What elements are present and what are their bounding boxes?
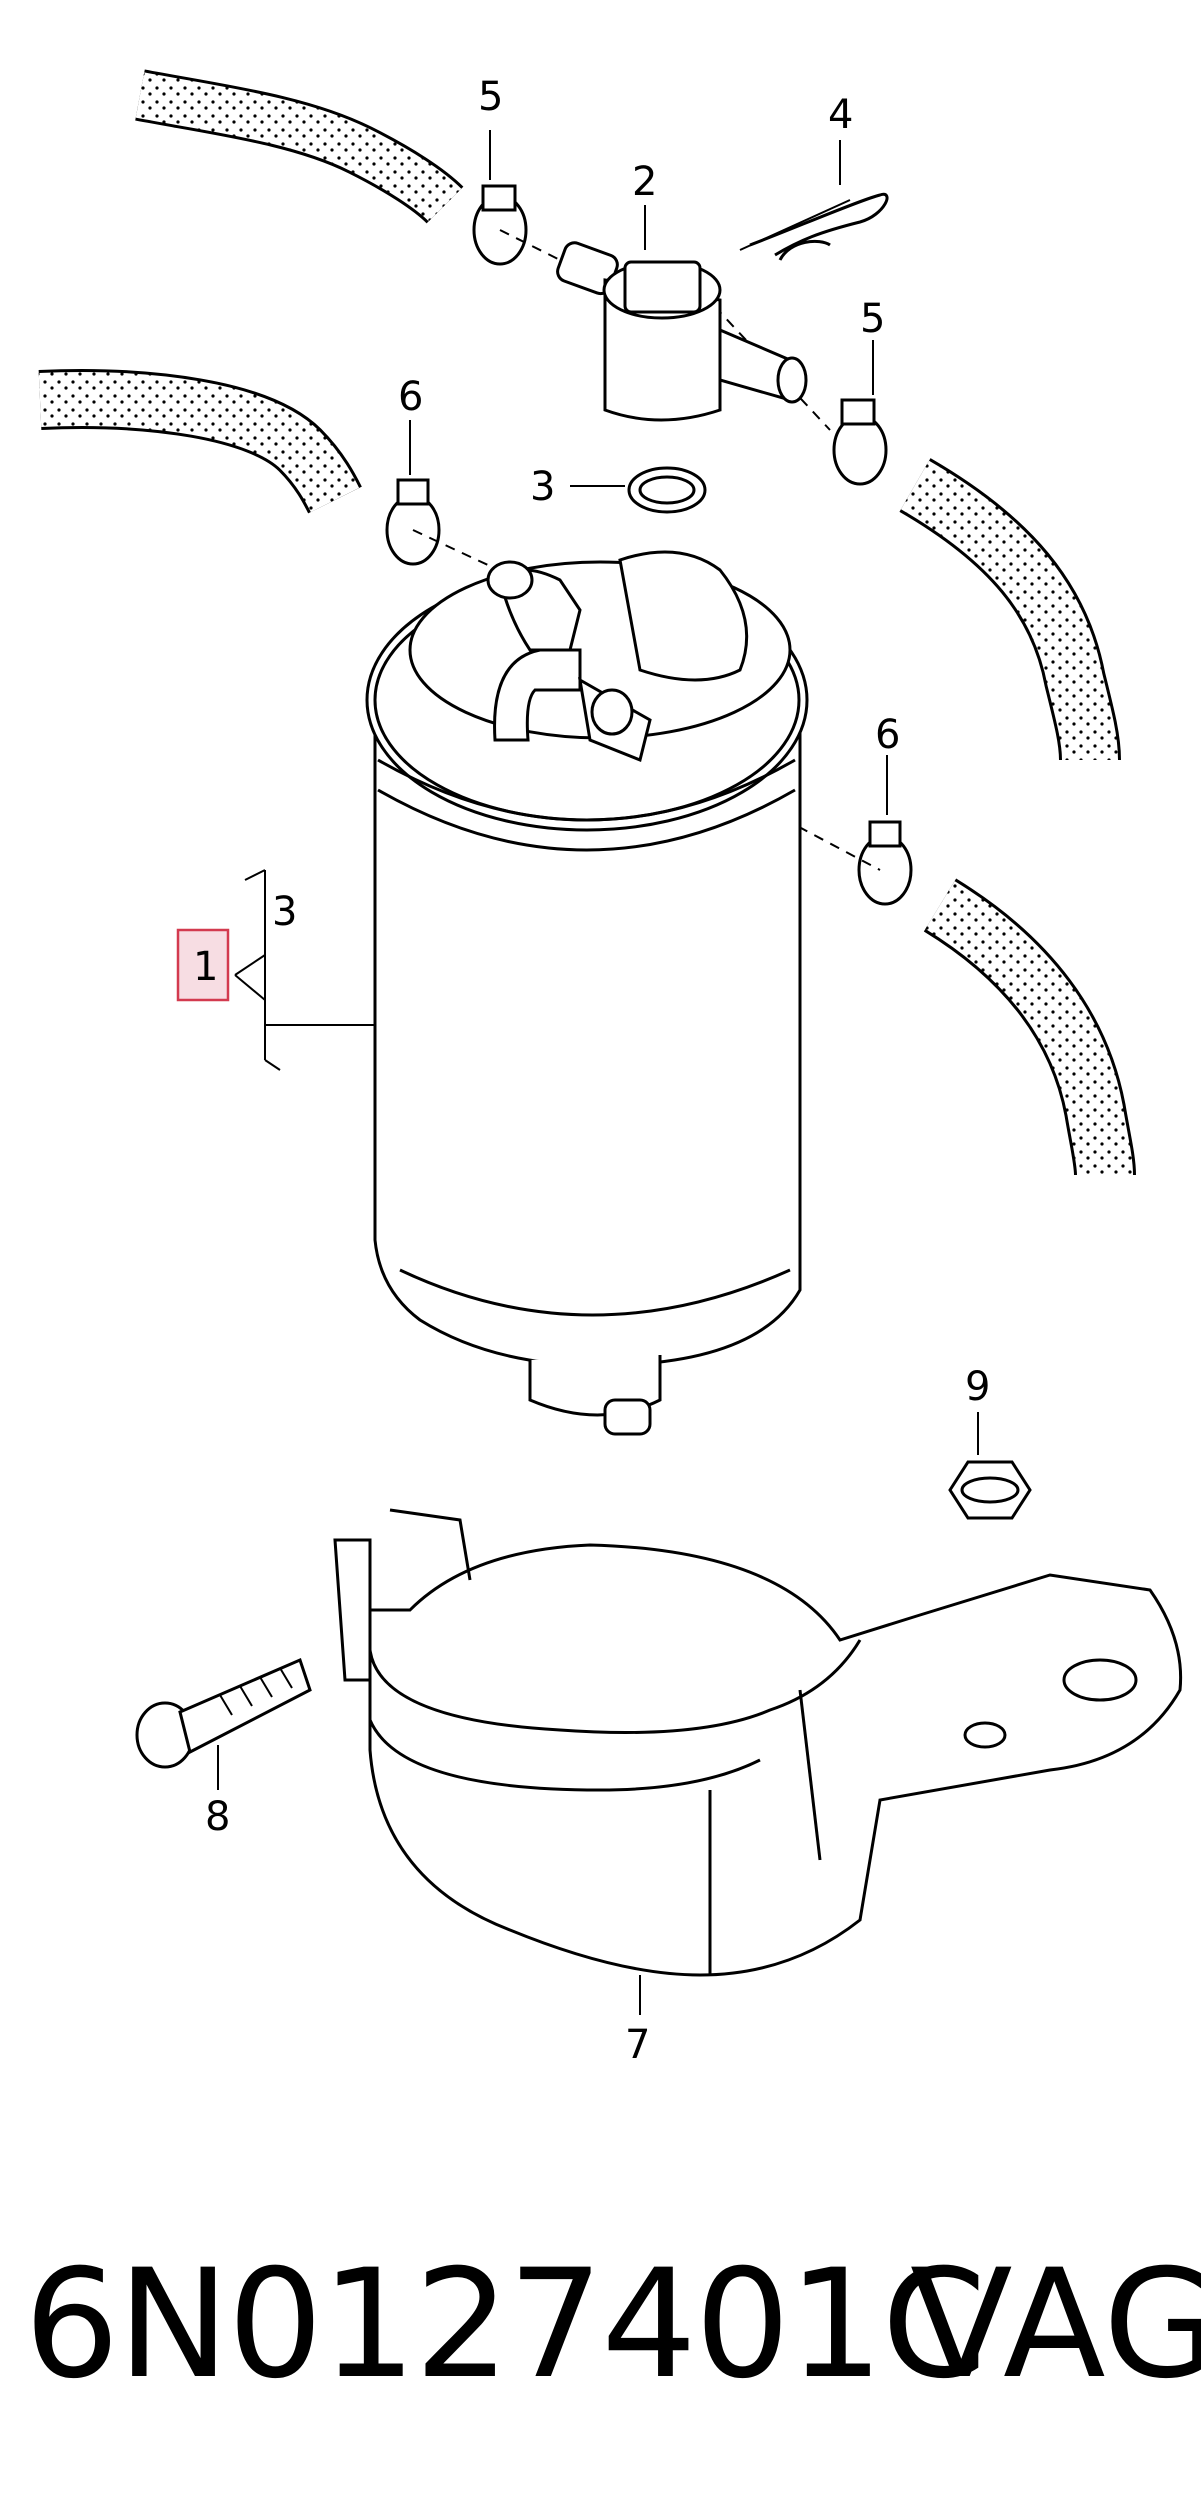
hose-mid-left <box>38 369 362 514</box>
callout-4: 4 <box>828 92 853 138</box>
part-number: 6N0127401C <box>24 2238 986 2412</box>
callout-2: 2 <box>632 159 657 205</box>
hose-clamp-5-left <box>472 184 528 266</box>
callout-1: 1 <box>193 944 218 990</box>
hose-clamp-6-right <box>857 820 913 906</box>
leader-lines <box>217 130 979 2015</box>
fuel-valve-part-2 <box>556 241 808 422</box>
o-ring-part-3 <box>627 466 707 514</box>
brand: VAG <box>910 2238 1201 2412</box>
callout-9: 9 <box>965 1364 990 1410</box>
fuel-filter-part-1 <box>365 550 809 1436</box>
hose-clamp-5-right <box>832 398 888 486</box>
callout-6-left: 6 <box>398 374 423 420</box>
callout-8: 8 <box>205 1794 230 1840</box>
callout-6-right: 6 <box>875 712 900 758</box>
retaining-clip-part-4 <box>749 192 889 261</box>
callout-5-right: 5 <box>860 296 885 342</box>
hose-clamp-6-left <box>385 478 441 566</box>
part-1-highlight <box>176 928 230 1002</box>
callout-3-bracket: 3 <box>272 889 297 935</box>
fuel-filter-exploded-diagram: 1 2 3 3 4 5 5 6 6 7 8 9 <box>38 69 1183 2068</box>
hose-right-upper <box>899 458 1121 761</box>
callout-3-oring: 3 <box>530 464 555 510</box>
nut-part-9 <box>948 1460 1032 1520</box>
hose-right-lower <box>923 878 1136 1177</box>
bolt-part-8 <box>135 1657 312 1769</box>
callout-7: 7 <box>625 2022 650 2068</box>
hose-top-left <box>135 69 464 224</box>
bracket-part-7 <box>333 1508 1183 1977</box>
footer: 6N0127401C VAG <box>0 2230 1201 2420</box>
callout-5-left: 5 <box>478 74 503 120</box>
